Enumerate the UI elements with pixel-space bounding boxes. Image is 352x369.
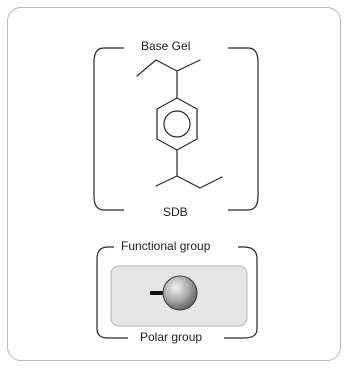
base-gel-title: Base Gel xyxy=(137,39,195,53)
polar-sphere-icon xyxy=(150,275,198,311)
base-gel-bracket-left xyxy=(93,47,124,211)
base-gel-bracket-right xyxy=(228,47,259,211)
polar-group-caption: Polar group xyxy=(136,330,207,344)
functional-group-title: Functional group xyxy=(117,239,215,253)
sdb-structure-icon xyxy=(136,59,223,189)
functional-bracket-left xyxy=(96,246,128,339)
sdb-label: SDB xyxy=(159,205,192,219)
functional-bracket-right xyxy=(224,246,258,339)
